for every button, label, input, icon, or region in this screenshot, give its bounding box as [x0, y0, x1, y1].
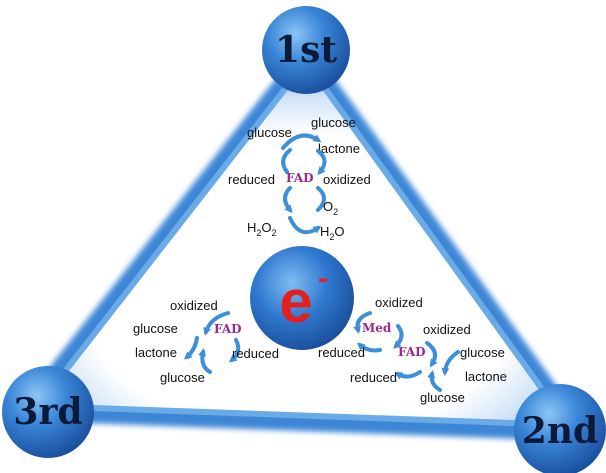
- first-gen-glucose: glucose: [247, 125, 292, 140]
- first-gen-fad: FAD: [286, 171, 314, 185]
- second-gen-med-oxidized: oxidized: [375, 295, 423, 310]
- second-gen-lactone: lactone: [465, 369, 507, 384]
- third-generation-label: 3rd: [13, 391, 82, 433]
- third-gen-glucose-lactone-2: lactone: [135, 345, 177, 360]
- first-gen-fad-lower-right-arc: [316, 186, 326, 212]
- first-gen-oxidized: oxidized: [323, 172, 371, 187]
- electron-charge: -: [318, 262, 328, 295]
- third-gen-glucose-arrow: [198, 348, 212, 374]
- first-gen-h2o: H2O: [320, 224, 345, 242]
- second-gen-fad: FAD: [398, 345, 426, 359]
- second-gen-bottom-arrow: [427, 370, 442, 392]
- second-gen-glucose-arrow: [441, 350, 460, 376]
- first-gen-fad-lower-left-arc: [283, 186, 293, 214]
- second-gen-fad-right-arrow: [425, 341, 438, 368]
- first-gen-o2: O2: [323, 199, 338, 217]
- third-generation-node: 3rd: [2, 366, 94, 458]
- second-gen-med-lower-arrow: [356, 342, 382, 353]
- first-gen-glucose-arrow: [281, 133, 322, 150]
- first-gen-glucose-lactone-1: glucose: [311, 115, 356, 130]
- first-generation-node: 1st: [262, 6, 350, 94]
- second-gen-med-reduced: reduced: [318, 345, 365, 360]
- second-generation-node: 2nd: [514, 384, 606, 473]
- second-gen-glucose-bottom: glucose: [420, 390, 465, 405]
- second-gen-fad-lower-arrow: [394, 370, 422, 380]
- third-gen-reaction: oxidized glucose lactone FAD reduced glu…: [133, 298, 279, 385]
- first-gen-fad-upper-right-arc: [316, 149, 327, 176]
- third-gen-oxidized: oxidized: [170, 298, 218, 313]
- first-gen-glucose-lactone-2: lactone: [318, 141, 360, 156]
- first-gen-reduced: reduced: [228, 172, 275, 187]
- third-gen-fad: FAD: [214, 322, 242, 336]
- second-gen-med: Med: [362, 321, 392, 335]
- third-gen-reduced: reduced: [232, 346, 279, 361]
- second-gen-med-upper-arrow: [353, 311, 372, 334]
- third-gen-glucose-lactone-1: glucose: [133, 321, 178, 336]
- electron-node: e -: [250, 246, 354, 350]
- first-gen-o2-arrow: [288, 216, 322, 235]
- first-gen-reaction: glucose glucose lactone reduced FAD oxid…: [228, 115, 371, 242]
- second-gen-glucose: glucose: [460, 345, 505, 360]
- third-gen-lactone-arrow: [183, 336, 199, 360]
- first-generation-label: 1st: [275, 29, 337, 71]
- third-gen-oxidized-arrow: [203, 311, 230, 336]
- second-generation-label: 2nd: [522, 410, 598, 452]
- second-gen-med-right-arrow: [393, 324, 404, 349]
- second-gen-fad-reduced: reduced: [350, 370, 397, 385]
- third-gen-reduced-arrow: [228, 338, 241, 363]
- triangle-frame: [19, 47, 586, 441]
- electron-symbol: e: [279, 268, 312, 335]
- third-gen-glucose: glucose: [160, 370, 205, 385]
- first-gen-fad-upper-left-arc: [281, 148, 292, 174]
- second-gen-fad-oxidized: oxidized: [423, 322, 471, 337]
- second-gen-reaction: oxidized Med reduced oxidized FAD reduce…: [318, 295, 507, 405]
- first-gen-h2o2: H2O2: [247, 220, 277, 238]
